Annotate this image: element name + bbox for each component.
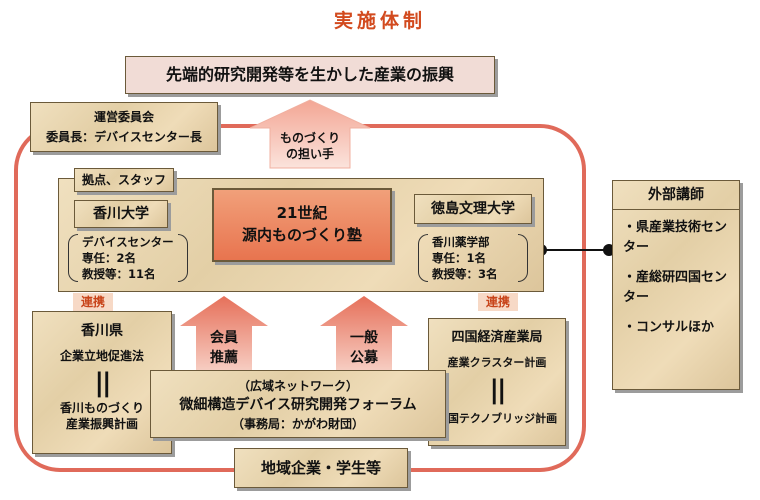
kagawa-univ-details: デバイスセンター 専任：2名 教授等：11名 <box>82 234 174 282</box>
arrow-label-member: 会員 推薦 <box>210 330 238 366</box>
shikoku-equal: || <box>489 375 507 405</box>
cooperation-label-left: 連携 <box>73 293 113 311</box>
shikoku-bridge: 四国テクノブリッジ計画 <box>436 412 558 425</box>
external-title: 外部講師 <box>612 181 740 210</box>
kagawa-pref-equal: || <box>94 368 112 398</box>
shikoku-plan: 産業クラスター計画 <box>447 356 547 369</box>
juku-box: 21世紀 源内ものづくり塾 <box>212 188 392 262</box>
kagawa-professors: 教授等：11名 <box>82 267 156 281</box>
external-item-1: ・県産業技術センター <box>623 220 728 255</box>
arrow-label-makers: ものづくり の担い手 <box>279 131 340 161</box>
kagawa-univ-brace-right <box>178 234 188 282</box>
kagawa-univ-brace <box>68 234 78 282</box>
kagawa-prefecture: 香川県 企業立地促進法 || 香川ものづくり 産業振興計画 <box>32 311 172 454</box>
kagawa-pref-law: 企業立地促進法 <box>59 349 144 363</box>
local-companies-box: 地域企業・学生等 <box>234 448 408 488</box>
juku-line1: 21世紀 <box>276 204 328 222</box>
committee-title: 運営委員会 <box>93 110 154 124</box>
goal-box: 先端的研究開発等を生かした産業の振興 <box>125 56 495 94</box>
kagawa-fulltime: 専任：2名 <box>82 251 137 265</box>
tokushima-brace <box>418 234 428 282</box>
kagawa-dept: デバイスセンター <box>82 235 174 249</box>
arrow-member <box>180 296 268 372</box>
page-title: 実施体制 <box>333 10 426 32</box>
forum-box: （広域ネットワーク） 微細構造デバイス研究開発フォーラム （事務局：かがわ財団） <box>150 370 446 438</box>
forum-line1: （広域ネットワーク） <box>237 379 358 393</box>
committee-chair: 委員長：デバイスセンター長 <box>46 130 202 144</box>
external-lecturers: 外部講師 ・県産業技術センター ・産総研四国センター ・コンサルほか <box>612 180 740 390</box>
kagawa-pref-plan-1: 香川ものづくり <box>59 401 144 415</box>
forum-line3: （事務局：かがわ財団） <box>231 417 364 431</box>
forum-line2: 微細構造デバイス研究開発フォーラム <box>179 397 417 413</box>
kagawa-pref-plan-2: 産業振興計画 <box>65 417 138 431</box>
shikoku-meti: 四国経済産業局 産業クラスター計画 || 四国テクノブリッジ計画 <box>428 318 566 446</box>
kagawa-pref-name: 香川県 <box>81 323 123 339</box>
arrow-to-goal <box>249 99 371 169</box>
tokushima-details: 香川薬学部 専任：1名 教授等：3名 <box>432 234 498 282</box>
tokushima-fulltime: 専任：1名 <box>432 251 487 265</box>
tokushima-dept: 香川薬学部 <box>432 235 490 249</box>
base-staff-label: 拠点、スタッフ <box>74 168 174 192</box>
juku-line2: 源内ものづくり塾 <box>241 226 362 244</box>
shikoku-name: 四国経済産業局 <box>451 330 543 345</box>
external-item-3: ・コンサルほか <box>623 320 715 335</box>
tokushima-brace-right <box>518 234 528 282</box>
tokushima-professors: 教授等：3名 <box>432 267 498 281</box>
arrow-label-public: 一般 公募 <box>350 330 378 366</box>
kagawa-university: 香川大学 <box>74 200 168 228</box>
arrow-public <box>320 296 408 372</box>
cooperation-label-right: 連携 <box>478 293 518 311</box>
external-item-2: ・産総研四国センター <box>623 270 728 305</box>
committee-box: 運営委員会 委員長：デバイスセンター長 <box>30 102 218 152</box>
tokushima-bunri-university: 徳島文理大学 <box>414 194 532 224</box>
